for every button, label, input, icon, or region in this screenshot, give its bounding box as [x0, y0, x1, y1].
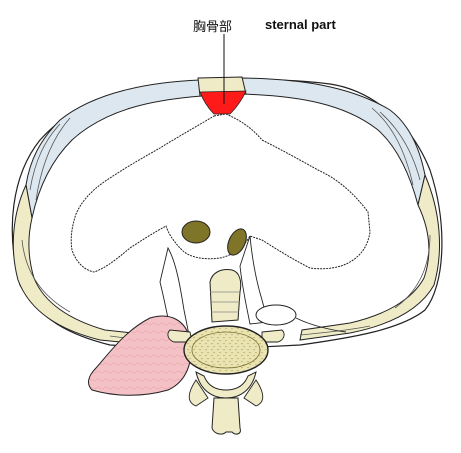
- psoas-line: [295, 317, 347, 333]
- vertebral-arch: [195, 371, 257, 399]
- spinous-process: [211, 397, 241, 435]
- right-lamina: [243, 379, 264, 407]
- vertebral-body: [183, 325, 269, 375]
- sternal-part-highlight: [199, 90, 247, 115]
- vertebral-rings: [210, 291, 240, 313]
- right-rib-bone: [299, 173, 440, 341]
- vertebral-body-inner: [191, 331, 261, 369]
- left-lamina: [188, 379, 209, 407]
- rib-lines: [21, 107, 431, 344]
- label-chinese-sternal-part: 胸骨部: [193, 20, 233, 35]
- central-tendon: [70, 113, 371, 273]
- left-transverse-process: [167, 329, 193, 343]
- vertebral-column: [209, 269, 242, 323]
- inferior-vena-cava: [255, 304, 297, 326]
- label-english-sternal-part: sternal part: [265, 17, 336, 32]
- esophagus: [181, 220, 211, 244]
- right-transverse-process: [261, 329, 285, 343]
- aorta: [227, 228, 247, 256]
